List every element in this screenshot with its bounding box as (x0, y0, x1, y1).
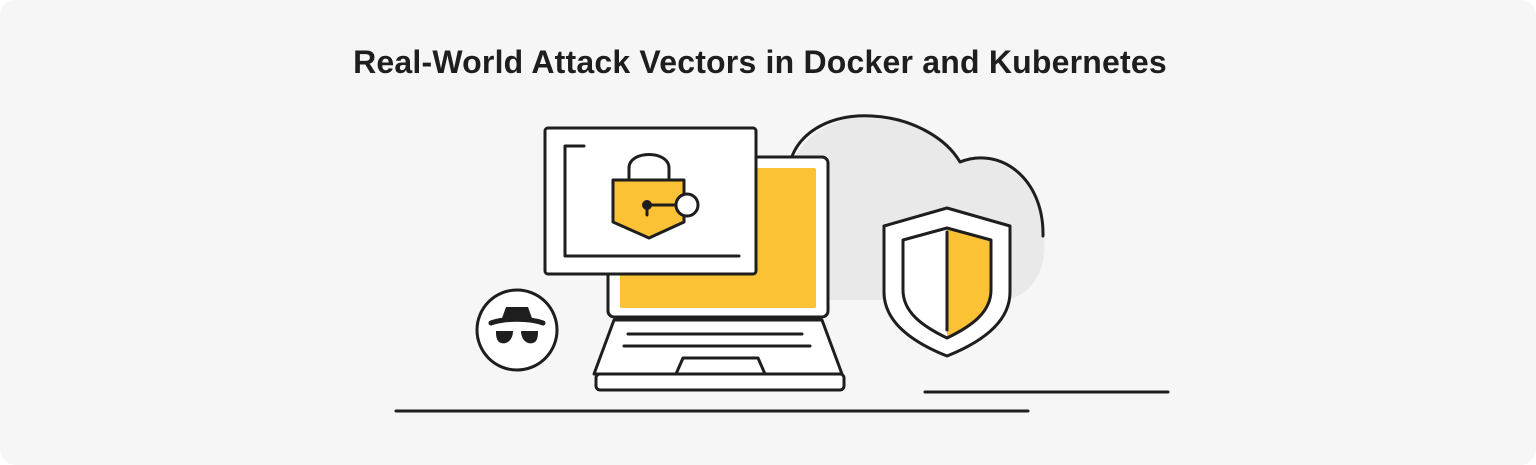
padlock-key-icon (611, 153, 700, 240)
page-title: Real-World Attack Vectors in Docker and … (353, 44, 1167, 80)
hacker-avatar-icon (475, 288, 559, 372)
shield-icon (882, 206, 1012, 358)
ground-lines (394, 390, 1170, 413)
